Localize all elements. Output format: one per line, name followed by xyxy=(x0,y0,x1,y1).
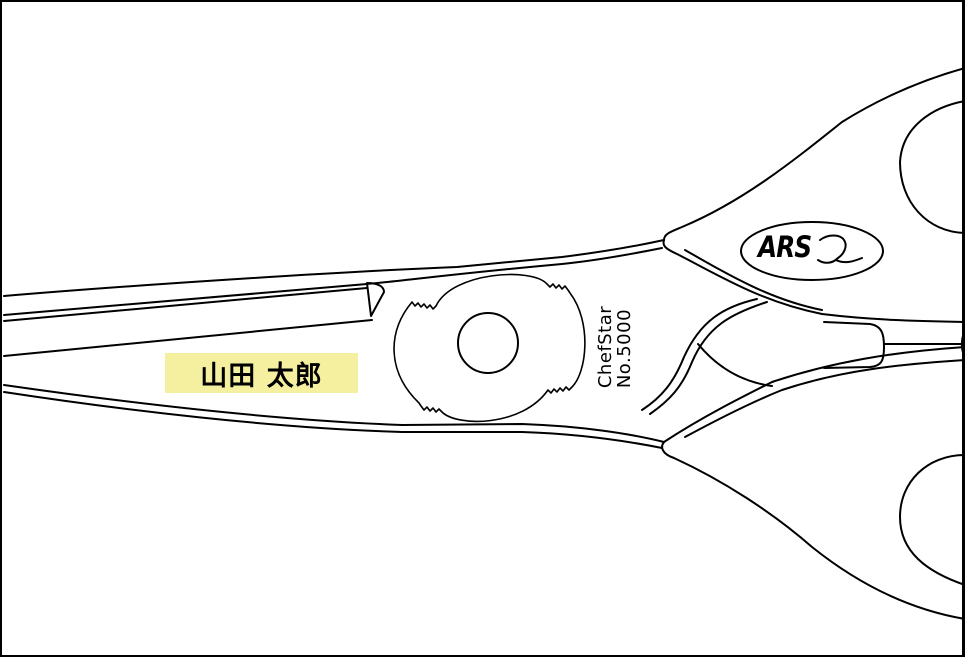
model-name: ChefStar xyxy=(595,305,616,389)
lower-handle-outer xyxy=(661,441,965,620)
upper-finger-hole xyxy=(899,100,965,234)
upper-handle-outer xyxy=(663,67,965,241)
lower-handle-top-1 xyxy=(663,346,965,443)
brand-logo-oval xyxy=(740,221,884,281)
engraving-name-text: 山田 太郎 xyxy=(200,360,323,392)
model-label: ChefStar No.5000 xyxy=(585,292,645,402)
blade-bevel xyxy=(366,282,385,317)
upper-handle-inner xyxy=(662,239,965,323)
pivot-screw-circle xyxy=(457,312,519,374)
pivot-washer-outline xyxy=(393,273,586,423)
lower-blade-outer-edge-1 xyxy=(3,384,665,443)
upper-blade-back-line-1 xyxy=(3,247,663,316)
stopper-tip xyxy=(960,330,965,358)
handle-crotch-loop xyxy=(697,343,773,387)
lower-blade-outer-edge-2 xyxy=(3,391,663,449)
upper-handle-inner-2 xyxy=(684,249,823,311)
brand-logo-text: ARS xyxy=(758,230,812,264)
model-number: No.5000 xyxy=(614,308,635,389)
upper-blade-back-line-2 xyxy=(3,287,368,322)
brand-logo-frog-icon xyxy=(817,234,863,264)
engraving-name-plate: 山田 太郎 xyxy=(165,353,358,393)
handle-crotch-outer xyxy=(641,298,758,411)
handle-stopper xyxy=(823,321,885,369)
lower-finger-hole xyxy=(899,454,965,586)
upper-blade-outer-edge xyxy=(3,239,665,297)
lower-handle-top-2 xyxy=(684,359,965,438)
upper-blade-cutting-edge xyxy=(3,319,373,357)
handle-crotch-inner xyxy=(649,301,768,415)
